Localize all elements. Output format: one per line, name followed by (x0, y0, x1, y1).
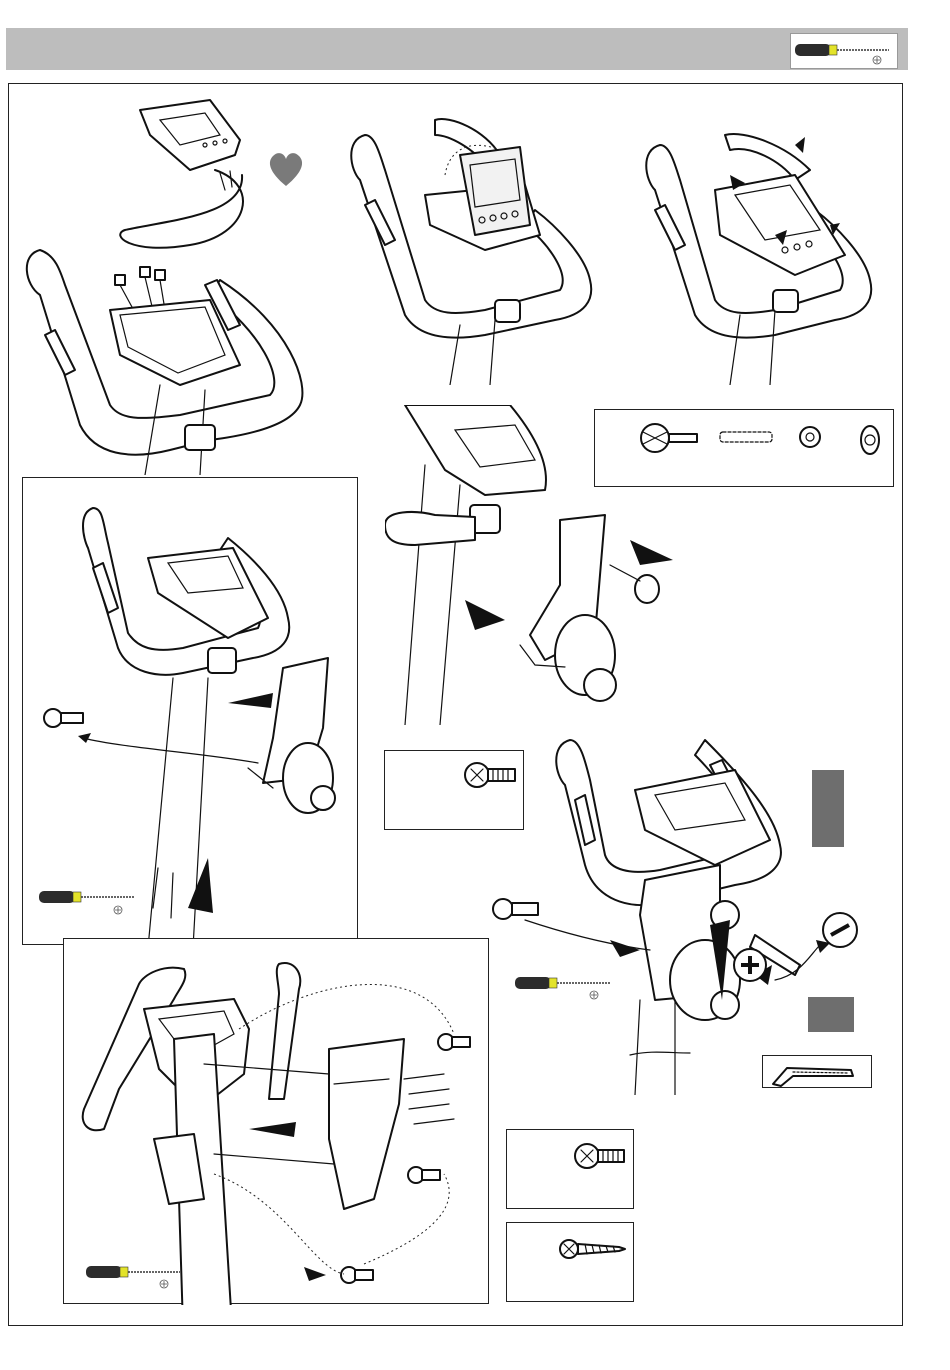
bolt-icon (44, 709, 83, 727)
step-7-panel (63, 938, 489, 1304)
console-icon (715, 175, 845, 275)
screwdriver-icon (791, 34, 897, 68)
screw-icon (404, 1074, 454, 1124)
step-3-illustration (635, 115, 895, 385)
bolt-icon (341, 1267, 373, 1283)
bolt-icon (438, 1034, 470, 1050)
parts-screw (506, 1222, 634, 1302)
screw-icon (560, 1240, 625, 1258)
arrow-icon (249, 1122, 326, 1281)
bolt-icon (575, 1144, 624, 1168)
bolt-icon (408, 1167, 440, 1183)
screwdriver-icon (515, 977, 610, 999)
tool-badge (790, 33, 898, 69)
header-bar (6, 28, 908, 70)
heart-icon (265, 148, 307, 190)
washer-icon (800, 427, 820, 447)
step-2-illustration (335, 115, 605, 385)
knob-bolt-icon (610, 565, 659, 603)
minus-icon (823, 913, 857, 947)
bolt-icon (493, 899, 538, 919)
step-5-illustration (23, 478, 359, 946)
nut-icon (861, 426, 879, 454)
step-5-panel (22, 477, 358, 945)
console-icon (140, 100, 240, 170)
screwdriver-icon (39, 891, 135, 914)
step-4-illustration (385, 405, 675, 725)
spacer-icon (720, 432, 772, 442)
parts-allen-key (762, 1055, 872, 1088)
allen-key-icon (763, 1056, 873, 1089)
plus-icon (734, 949, 766, 981)
grey-block-tall (812, 770, 844, 847)
screwdriver-icon (86, 1266, 180, 1288)
step-7-illustration (64, 939, 490, 1305)
grey-block-small (808, 997, 854, 1032)
parts-bolt-b (506, 1129, 634, 1209)
